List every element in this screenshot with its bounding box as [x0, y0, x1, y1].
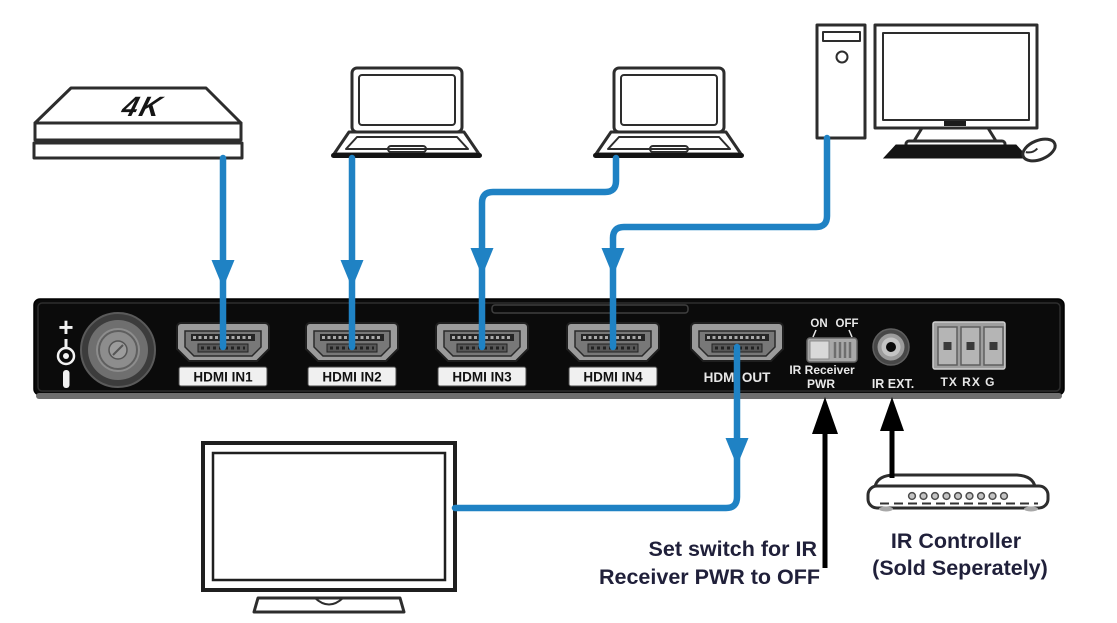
- cable-arrow-in3: [470, 248, 494, 276]
- 4k-media-box: 4K: [32, 86, 244, 160]
- laptop-1-base: [331, 153, 482, 158]
- hdmi-in2-label: HDMI IN2: [322, 370, 381, 385]
- laptop-2-base: [593, 153, 744, 158]
- pc-monitor: [873, 23, 1039, 130]
- panel-bottom-edge: [36, 393, 1062, 399]
- tv-display: [201, 441, 457, 614]
- cable-laptop2-to-in3: [478, 154, 620, 351]
- switch-off-label: OFF: [836, 318, 859, 330]
- panel-top-seam: [491, 304, 689, 314]
- laptop-2: [593, 66, 744, 158]
- 4k-label: 4K: [117, 91, 167, 122]
- rs232-terminal-block: TX RX G: [932, 321, 1006, 389]
- port-labels: HDMI IN1 HDMI IN2 HDMI IN3 HDMI IN4 HDMI…: [178, 366, 771, 387]
- laptop-1: [331, 66, 482, 158]
- switch-on-label: ON: [810, 318, 827, 330]
- polarity-plus: +: [58, 312, 73, 342]
- switch-panel: +: [33, 298, 1065, 399]
- dc-power-jack: [80, 312, 156, 388]
- pwr-label: PWR: [807, 377, 835, 391]
- cable-arrow-in4: [601, 248, 625, 276]
- ir-controller-arrow-head: [880, 397, 904, 431]
- desktop-pc: [815, 23, 1057, 163]
- pc-mouse: [1021, 137, 1057, 163]
- dc-polarity-icon: +: [56, 312, 76, 388]
- annotation-text: Set switch for IR Receiver PWR to OFF IR…: [599, 529, 1048, 589]
- ir-ext-label: IR EXT.: [872, 377, 914, 391]
- switch-note-line2: Receiver PWR to OFF: [599, 565, 820, 589]
- tx-rx-g-label: TX RX G: [940, 375, 995, 389]
- switch-note-line1: Set switch for IR: [649, 537, 818, 561]
- cable-arrow-in2: [340, 260, 364, 288]
- switch-note-arrow-head: [812, 397, 838, 434]
- hdmi-cables: [211, 134, 831, 512]
- cable-arrow-in1: [211, 260, 235, 288]
- ir-controller-leds: [907, 491, 1009, 501]
- pc-keyboard: [882, 144, 1030, 159]
- ir-receiver-pwr-switch: ON OFF IR Receiver PWR: [789, 318, 858, 391]
- cable-pc-to-in4: [609, 134, 831, 351]
- hdmi-in3-label: HDMI IN3: [452, 370, 512, 385]
- cable-out-to-tv: [451, 343, 741, 512]
- ir-controller-device: [866, 473, 1050, 512]
- annotation-arrows: [812, 397, 904, 568]
- switch-knob: [809, 340, 830, 360]
- hdmi-in4-label: HDMI IN4: [583, 370, 643, 385]
- ir-controller-note: (Sold Seperately): [872, 556, 1048, 580]
- ir-ext-jack: IR EXT.: [872, 328, 914, 391]
- pc-tower: [815, 23, 867, 140]
- ir-controller-name: IR Controller: [891, 529, 1022, 553]
- ir-receiver-label: IR Receiver: [789, 363, 855, 377]
- cable-arrow-out: [725, 438, 749, 466]
- hdmi-in1-label: HDMI IN1: [193, 370, 253, 385]
